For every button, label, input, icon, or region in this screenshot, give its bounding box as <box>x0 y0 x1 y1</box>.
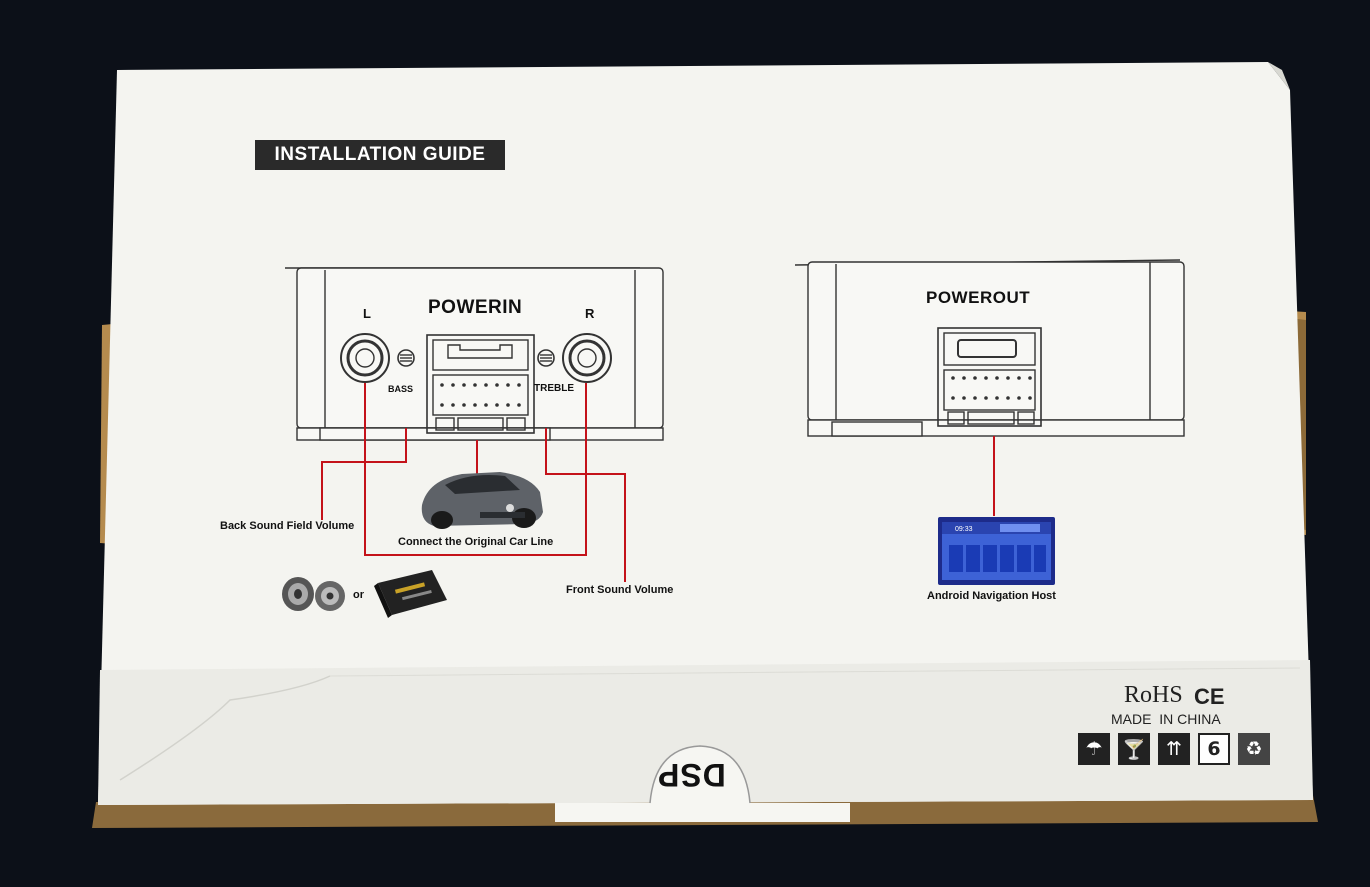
dsp-tab-label: DSP <box>657 757 726 793</box>
screen-time: 09:33 <box>955 526 973 533</box>
powerout-pins <box>951 376 1032 400</box>
powerout-title: POWEROUT <box>926 288 1031 307</box>
powerin-wires <box>321 383 626 582</box>
this-way-up-icon: ⇈ <box>1158 733 1190 765</box>
powerout-device <box>794 259 1185 437</box>
back-sound-field-label: Back Sound Field Volume <box>220 520 355 532</box>
navigation-host-label: Android Navigation Host <box>927 590 1056 602</box>
recycle-icon: ♻ <box>1238 733 1270 765</box>
box-tab <box>555 746 850 822</box>
glass-icon: 🍸 <box>1118 733 1150 765</box>
bass-label: BASS <box>388 384 414 394</box>
ce-mark: CE <box>1194 684 1225 709</box>
front-sound-label: Front Sound Volume <box>566 584 674 596</box>
box-surface <box>98 62 1313 805</box>
powerin-pins <box>440 383 521 407</box>
powerin-title: POWERIN <box>428 297 523 318</box>
rohs-mark: RoHS <box>1124 682 1183 708</box>
installation-guide-title: INSTALLATION GUIDE <box>255 140 505 170</box>
treble-label: TREBLE <box>534 383 574 394</box>
umbrella-icon: ☂ <box>1078 733 1110 765</box>
car-image <box>421 472 543 529</box>
powerin-device <box>285 267 664 441</box>
made-in-china-label: MADE IN CHINA <box>1111 711 1221 727</box>
amplifier-image <box>374 570 447 618</box>
speaker-image <box>282 577 345 611</box>
right-channel-label: R <box>585 306 595 321</box>
or-label: or <box>353 589 364 601</box>
left-channel-label: L <box>363 306 371 321</box>
car-line-label: Connect the Original Car Line <box>398 536 554 548</box>
stack-limit-icon: 6 <box>1198 733 1230 765</box>
navigation-host-image <box>938 517 1055 585</box>
